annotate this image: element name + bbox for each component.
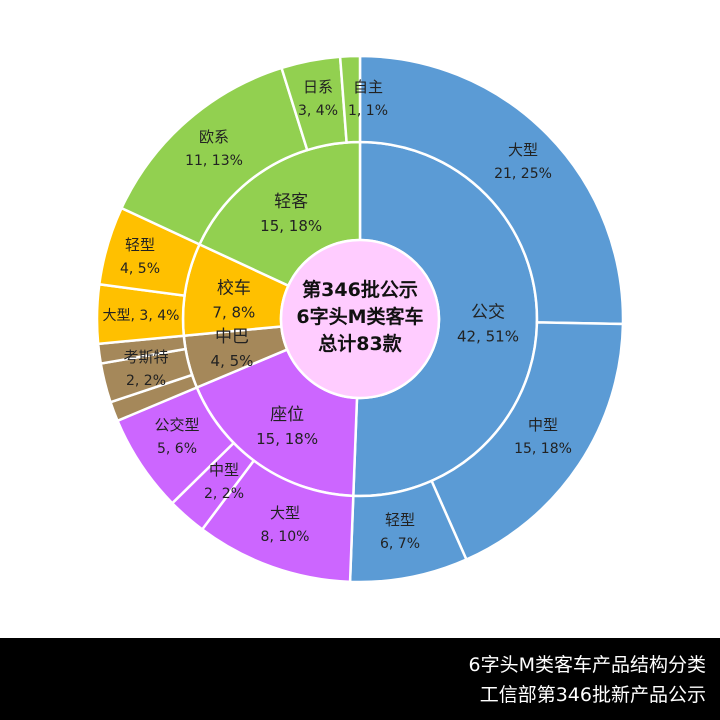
value-轻客-欧系: 11, 13%	[185, 153, 243, 169]
value-公交-中型: 15, 18%	[514, 441, 572, 457]
value-校车-轻型: 4, 5%	[120, 261, 160, 277]
segment-轻客-自主	[338, 54, 362, 144]
value-轻客-日系: 3, 4%	[298, 103, 338, 119]
label-轻客-自主: 自主	[353, 78, 383, 96]
value-座位-公交型: 5, 6%	[157, 441, 197, 457]
value-座位-大型: 8, 10%	[261, 529, 310, 545]
label-公交-大型: 大型	[508, 141, 538, 159]
label-校车: 校车	[217, 278, 251, 298]
value-轻客: 15, 18%	[260, 217, 322, 235]
label-中巴-考斯特: 考斯特	[123, 348, 168, 366]
center-label-line-2: 6字头M类客车	[296, 305, 423, 328]
label-公交-中型: 中型	[528, 416, 558, 434]
value-公交-轻型: 6, 7%	[380, 536, 420, 552]
label-公交: 公交	[471, 302, 505, 322]
label-轻客-日系: 日系	[303, 78, 333, 96]
label-座位: 座位	[270, 405, 304, 425]
label-校车-轻型: 轻型	[125, 236, 155, 254]
label-轻客: 轻客	[274, 192, 308, 212]
value-公交-大型: 21, 25%	[494, 166, 552, 182]
value-中巴-考斯特: 2, 2%	[126, 373, 166, 389]
center-label-line-1: 第346批公示	[302, 278, 418, 301]
label-座位-公交型: 公交型	[154, 416, 199, 434]
label-校车-大型: 大型, 3, 4%	[103, 308, 180, 324]
label-轻客-欧系: 欧系	[199, 128, 229, 146]
label-中巴: 中巴	[215, 327, 249, 347]
sunburst-chart: 第346批公示 6字头M类客车总计83款 公交 42, 51% 大型 21, 25% 中型…	[95, 54, 625, 584]
value-座位: 15, 18%	[256, 430, 318, 448]
label-公交-轻型: 轻型	[385, 511, 415, 529]
center-label-line-3: 总计83款	[318, 332, 402, 355]
segment-公交-大型	[358, 54, 625, 326]
label-座位-大型: 大型	[270, 504, 300, 522]
value-轻客-自主: 1, 1%	[348, 103, 388, 119]
value-座位-中型: 2, 2%	[204, 486, 244, 502]
caption-subtitle: 工信部第346批新产品公示	[479, 684, 706, 706]
label-座位-中型: 中型	[209, 461, 239, 479]
value-校车: 7, 8%	[212, 303, 255, 321]
chart-labels: 公交 42, 51% 大型 21, 25% 中型 15, 18% 轻型 6, 7% 座位 15, …	[103, 78, 572, 552]
caption-title: 6字头M类客车产品结构分类	[468, 654, 706, 676]
center-circle	[279, 238, 441, 400]
value-公交: 42, 51%	[457, 327, 519, 345]
caption-bar: 6字头M类客车产品结构分类 工信部第346批新产品公示	[0, 638, 720, 720]
value-中巴: 4, 5%	[211, 352, 254, 370]
